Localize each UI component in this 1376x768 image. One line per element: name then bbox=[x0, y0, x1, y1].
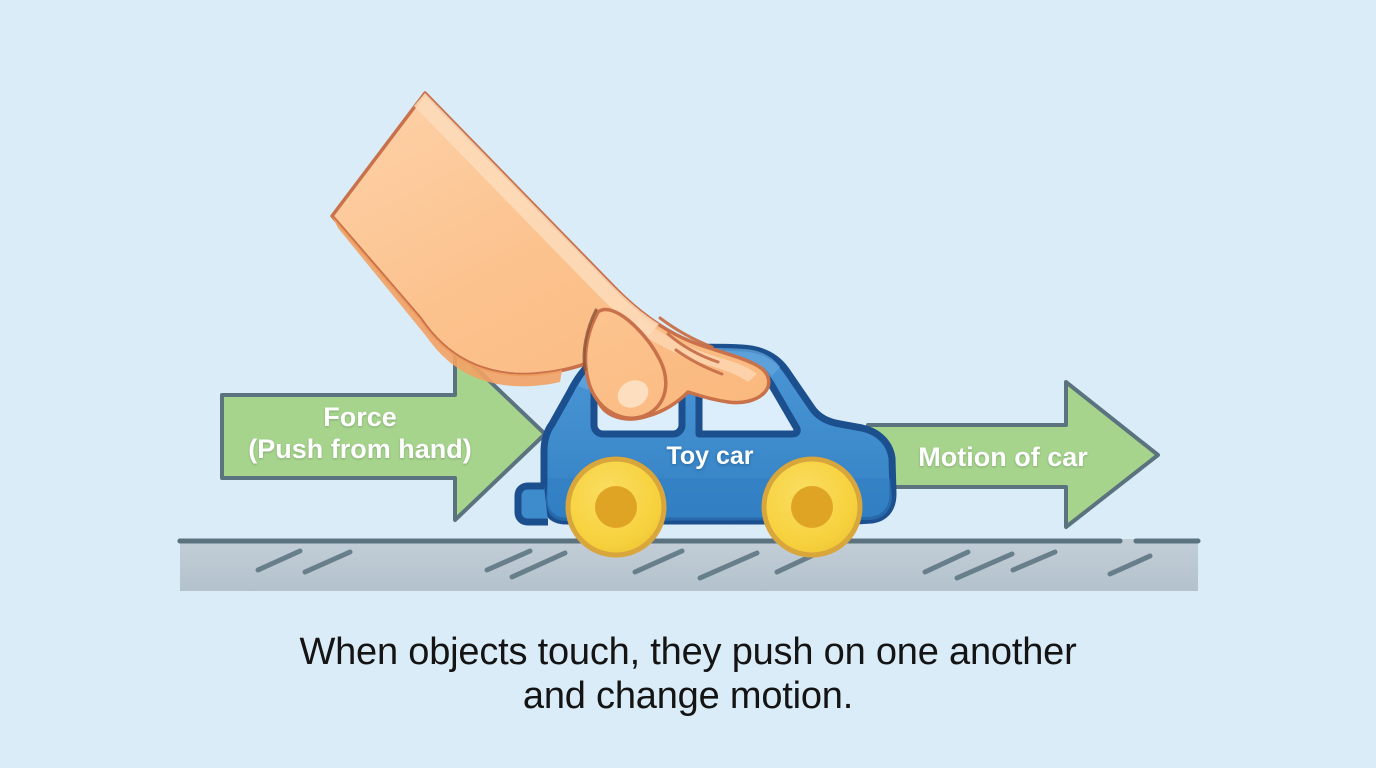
car-rear-wheel bbox=[565, 456, 667, 558]
force-arrow-icon bbox=[220, 346, 547, 522]
car-front-wheel bbox=[761, 456, 863, 558]
hand-pushing-icon bbox=[330, 91, 771, 421]
motion-arrow-icon bbox=[866, 380, 1160, 529]
ground-surface-icon bbox=[177, 538, 1201, 591]
